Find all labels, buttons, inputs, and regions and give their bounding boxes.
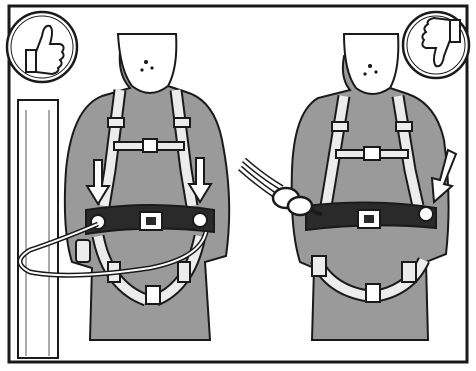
pole [18, 100, 58, 358]
thumbs-down-icon [403, 12, 469, 78]
thumbs-up-icon [7, 12, 77, 82]
